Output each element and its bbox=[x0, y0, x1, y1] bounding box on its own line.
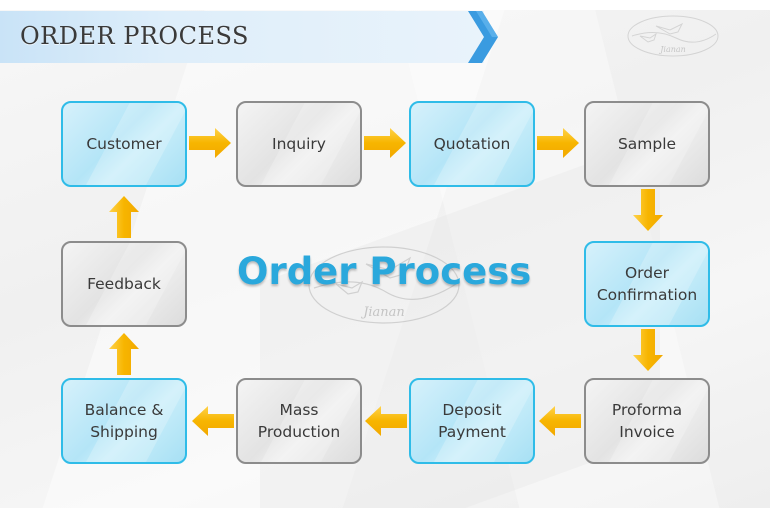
arrow-right-icon bbox=[189, 128, 231, 158]
step-sample: Sample bbox=[584, 101, 710, 187]
step-inquiry: Inquiry bbox=[236, 101, 362, 187]
step-deposit-payment: Deposit Payment bbox=[409, 378, 535, 464]
arrow-down-icon bbox=[633, 189, 663, 231]
step-label: Sample bbox=[617, 135, 677, 153]
arrow-left-icon bbox=[365, 406, 407, 436]
step-mass-production: Mass Production bbox=[236, 378, 362, 464]
step-label: Deposit Payment bbox=[438, 401, 506, 441]
step-balance-shipping: Balance & Shipping bbox=[61, 378, 187, 464]
step-feedback: Feedback bbox=[61, 241, 187, 327]
diagram-title: Order Process bbox=[237, 250, 532, 293]
step-label: Mass Production bbox=[257, 401, 341, 441]
step-customer: Customer bbox=[61, 101, 187, 187]
step-label: Customer bbox=[86, 135, 162, 153]
step-proforma-invoice: Proforma Invoice bbox=[584, 378, 710, 464]
company-logo-icon: Jianan bbox=[627, 15, 719, 57]
arrow-right-icon bbox=[537, 128, 579, 158]
step-quotation: Quotation bbox=[409, 101, 535, 187]
step-label: Order Confirmation bbox=[596, 264, 698, 304]
banner-chevron-icon bbox=[468, 11, 498, 63]
logo-text: Jianan bbox=[360, 305, 405, 320]
arrow-right-icon bbox=[364, 128, 406, 158]
logo-text: Jianan bbox=[658, 45, 686, 54]
header-banner bbox=[0, 11, 484, 63]
arrow-up-icon bbox=[109, 333, 139, 375]
arrow-down-icon bbox=[633, 329, 663, 371]
step-label: Balance & Shipping bbox=[84, 401, 164, 441]
arrow-left-icon bbox=[539, 406, 581, 436]
step-order-confirmation: Order Confirmation bbox=[584, 241, 710, 327]
arrow-up-icon bbox=[109, 196, 139, 238]
center-logo-icon: Jianan bbox=[308, 246, 460, 324]
arrow-left-icon bbox=[192, 406, 234, 436]
step-label: Proforma Invoice bbox=[611, 401, 683, 441]
page-title: ORDER PROCESS bbox=[20, 22, 249, 50]
step-label: Quotation bbox=[433, 135, 511, 153]
step-label: Inquiry bbox=[272, 135, 326, 153]
step-label: Feedback bbox=[87, 275, 161, 293]
